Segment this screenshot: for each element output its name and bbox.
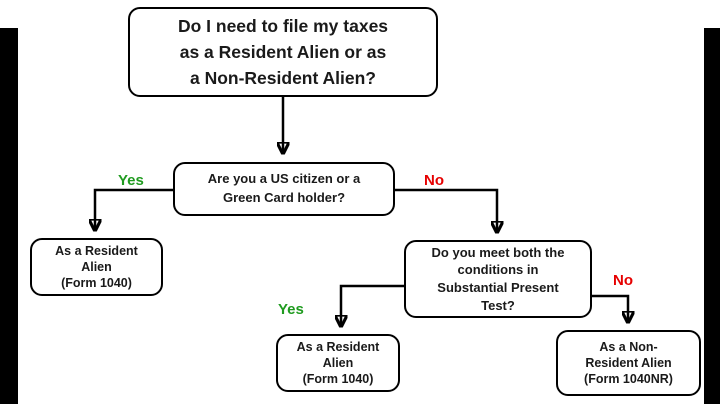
node-question-citizen: Are you a US citizen or a Green Card hol… bbox=[173, 162, 395, 216]
node-result-nonresident-1040nr: As a Non- Resident Alien (Form 1040NR) bbox=[556, 330, 701, 396]
edge-q2-no bbox=[592, 294, 628, 321]
edge-label-yes-2: Yes bbox=[278, 301, 304, 318]
left-black-bar bbox=[0, 28, 18, 404]
edge-label-no-1: No bbox=[424, 172, 444, 189]
edge-label-no-2: No bbox=[613, 272, 633, 289]
edge-q2-yes bbox=[341, 284, 404, 325]
node-question-substantial-presence: Do you meet both the conditions in Subst… bbox=[404, 240, 592, 318]
edge-q1-no bbox=[395, 188, 497, 231]
right-black-bar bbox=[704, 28, 720, 404]
node-result-resident-1040-mid: As a Resident Alien (Form 1040) bbox=[276, 334, 400, 392]
edge-q1-yes bbox=[95, 188, 173, 229]
node-root-question: Do I need to file my taxes as a Resident… bbox=[128, 7, 438, 97]
node-result-resident-1040-left: As a Resident Alien (Form 1040) bbox=[30, 238, 163, 296]
edge-label-yes-1: Yes bbox=[118, 172, 144, 189]
